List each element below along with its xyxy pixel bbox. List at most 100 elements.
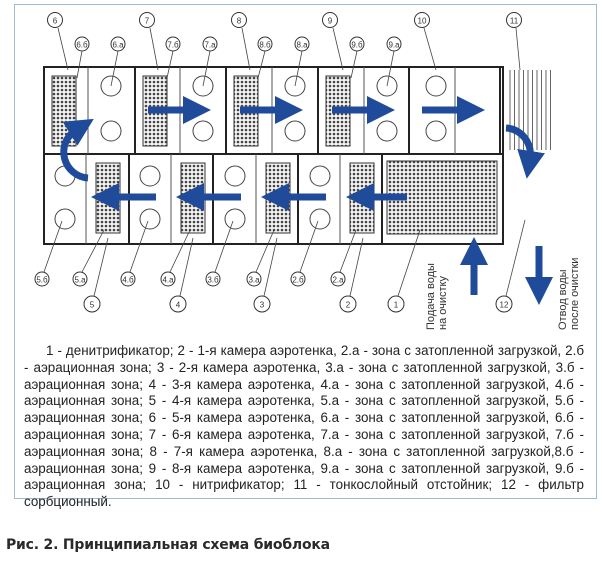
- label-top-sub-4-leader: [257, 50, 266, 79]
- label-top-10-text: 10: [418, 17, 427, 26]
- label-top-sub-6-text: 9.б: [351, 41, 363, 50]
- label-bottom-2-text: 2: [346, 301, 351, 310]
- label-bottom-sub-0-leader: [43, 220, 63, 273]
- label-top-sub-6-leader: [350, 50, 358, 79]
- label-top-6-badge: [47, 12, 63, 28]
- label-bottom-12-leader: [505, 219, 526, 297]
- label-bottom-4-badge: [169, 295, 187, 313]
- label-top-sub-7-leader: [386, 50, 395, 87]
- label-bottom-sub-6-text: 2.б: [292, 276, 304, 285]
- label-top-sub-0-text: 6.б: [76, 41, 88, 50]
- label-bottom-4-text: 4: [176, 301, 181, 310]
- label-top-11-text: 11: [510, 17, 519, 26]
- label-bottom-1-leader: [397, 229, 421, 297]
- label-bottom-3-text: 3: [260, 301, 265, 310]
- label-bottom-sub-2-badge: [120, 271, 136, 287]
- label-bottom-sub-2-text: 4.б: [122, 276, 134, 285]
- figure-caption: Рис. 2. Принципиальная схема биоблока: [6, 537, 330, 553]
- label-bottom-2-leader: [349, 237, 364, 297]
- legend: 1 - денитрификатор; 2 - 1-я камера аэрот…: [24, 343, 584, 511]
- label-top-sub-5-badge: [294, 36, 310, 52]
- legend-text: 1 - денитрификатор; 2 - 1-я камера аэрот…: [24, 343, 584, 510]
- label-bottom-sub-6-badge: [290, 271, 306, 287]
- label-top-sub-7-badge: [386, 36, 402, 52]
- aerator-icon: [224, 165, 246, 187]
- flow-arrow-turn-right: [505, 124, 545, 179]
- label-top-sub-2-text: 7.б: [167, 41, 179, 50]
- aerator-icon: [309, 165, 331, 187]
- label-bottom-sub-0-badge: [34, 271, 50, 287]
- label-top-sub-1-text: 6.а: [112, 41, 124, 50]
- aerator-icon: [309, 208, 331, 230]
- label-bottom-sub-0-text: 5.б: [36, 276, 48, 285]
- label-top-7-text: 7: [145, 17, 150, 26]
- label-bottom-1-text: 1: [394, 301, 399, 310]
- label-bottom-sub-5-leader: [255, 229, 275, 273]
- label-top-sub-1-leader: [110, 50, 119, 87]
- label-top-6-leader: [57, 27, 69, 71]
- label-bottom-12-badge: [495, 295, 513, 313]
- label-top-sub-0-leader: [76, 50, 83, 79]
- label-bottom-4-leader: [179, 237, 194, 297]
- label-bottom-5-leader: [93, 237, 109, 297]
- label-bottom-sub-4-text: 3.б: [207, 276, 219, 285]
- label-top-sub-3-text: 7.а: [204, 41, 216, 50]
- label-top-sub-2-leader: [166, 50, 174, 79]
- aerator-icon: [139, 165, 161, 187]
- label-top-sub-5-text: 8.а: [296, 41, 308, 50]
- outflow-label-line-0: Отвод воды: [557, 269, 569, 330]
- aerator-icon: [54, 208, 76, 230]
- label-top-8-badge: [231, 12, 247, 28]
- label-top-8-leader: [241, 27, 251, 71]
- label-bottom-sub-4-badge: [205, 271, 221, 287]
- aerator-icon: [425, 120, 447, 142]
- label-top-sub-3-badge: [202, 36, 218, 52]
- label-top-6-text: 6: [53, 17, 58, 26]
- aerator-icon: [224, 208, 246, 230]
- aerator-icon: [284, 120, 306, 142]
- label-top-11-badge: [506, 12, 522, 28]
- label-bottom-3-leader: [263, 237, 278, 297]
- label-bottom-sub-1-badge: [72, 271, 88, 287]
- label-bottom-sub-5-badge: [246, 271, 262, 287]
- label-top-sub-2-badge: [165, 36, 181, 52]
- label-bottom-3-badge: [253, 295, 271, 313]
- inflow-label-line-0: Подача воды: [425, 263, 437, 330]
- label-top-10-leader: [423, 27, 437, 71]
- aerator-icon: [425, 75, 447, 97]
- label-top-sub-5-leader: [294, 50, 303, 87]
- label-top-9-text: 9: [328, 17, 333, 26]
- label-bottom-1-badge: [387, 295, 405, 313]
- label-top-sub-6-badge: [349, 36, 365, 52]
- inflow-label-line-1: на очистку: [437, 276, 449, 330]
- flow-arrow-turn-left: [60, 118, 94, 182]
- label-bottom-5-badge: [83, 295, 101, 313]
- label-bottom-sub-4-leader: [214, 220, 234, 273]
- outflow-label-line-1: после очистки: [569, 258, 581, 330]
- aerator-icon: [192, 120, 214, 142]
- label-top-sub-0-badge: [74, 36, 90, 52]
- label-top-11-leader: [515, 27, 521, 71]
- label-bottom-sub-3-badge: [160, 271, 176, 287]
- label-bottom-12-text: 12: [500, 301, 509, 310]
- label-top-9-badge: [322, 12, 338, 28]
- label-bottom-sub-6-leader: [299, 220, 319, 273]
- label-bottom-sub-5-text: 3.а: [248, 276, 260, 285]
- aerator-icon: [376, 120, 398, 142]
- label-bottom-2-badge: [339, 295, 357, 313]
- label-top-10-badge: [414, 12, 430, 28]
- label-bottom-sub-3-text: 4.а: [162, 276, 174, 285]
- label-top-7-badge: [139, 12, 155, 28]
- label-top-sub-1-badge: [110, 36, 126, 52]
- label-top-sub-3-leader: [202, 50, 211, 87]
- label-bottom-sub-7-leader: [339, 229, 357, 273]
- label-top-sub-7-text: 9.а: [388, 41, 400, 50]
- label-bottom-sub-7-badge: [330, 271, 346, 287]
- label-bottom-sub-7-text: 2.а: [332, 276, 344, 285]
- label-top-7-leader: [149, 27, 159, 71]
- label-top-8-text: 8: [237, 17, 242, 26]
- aerator-icon: [139, 208, 161, 230]
- label-bottom-sub-2-leader: [129, 220, 149, 273]
- label-bottom-5-text: 5: [90, 301, 95, 310]
